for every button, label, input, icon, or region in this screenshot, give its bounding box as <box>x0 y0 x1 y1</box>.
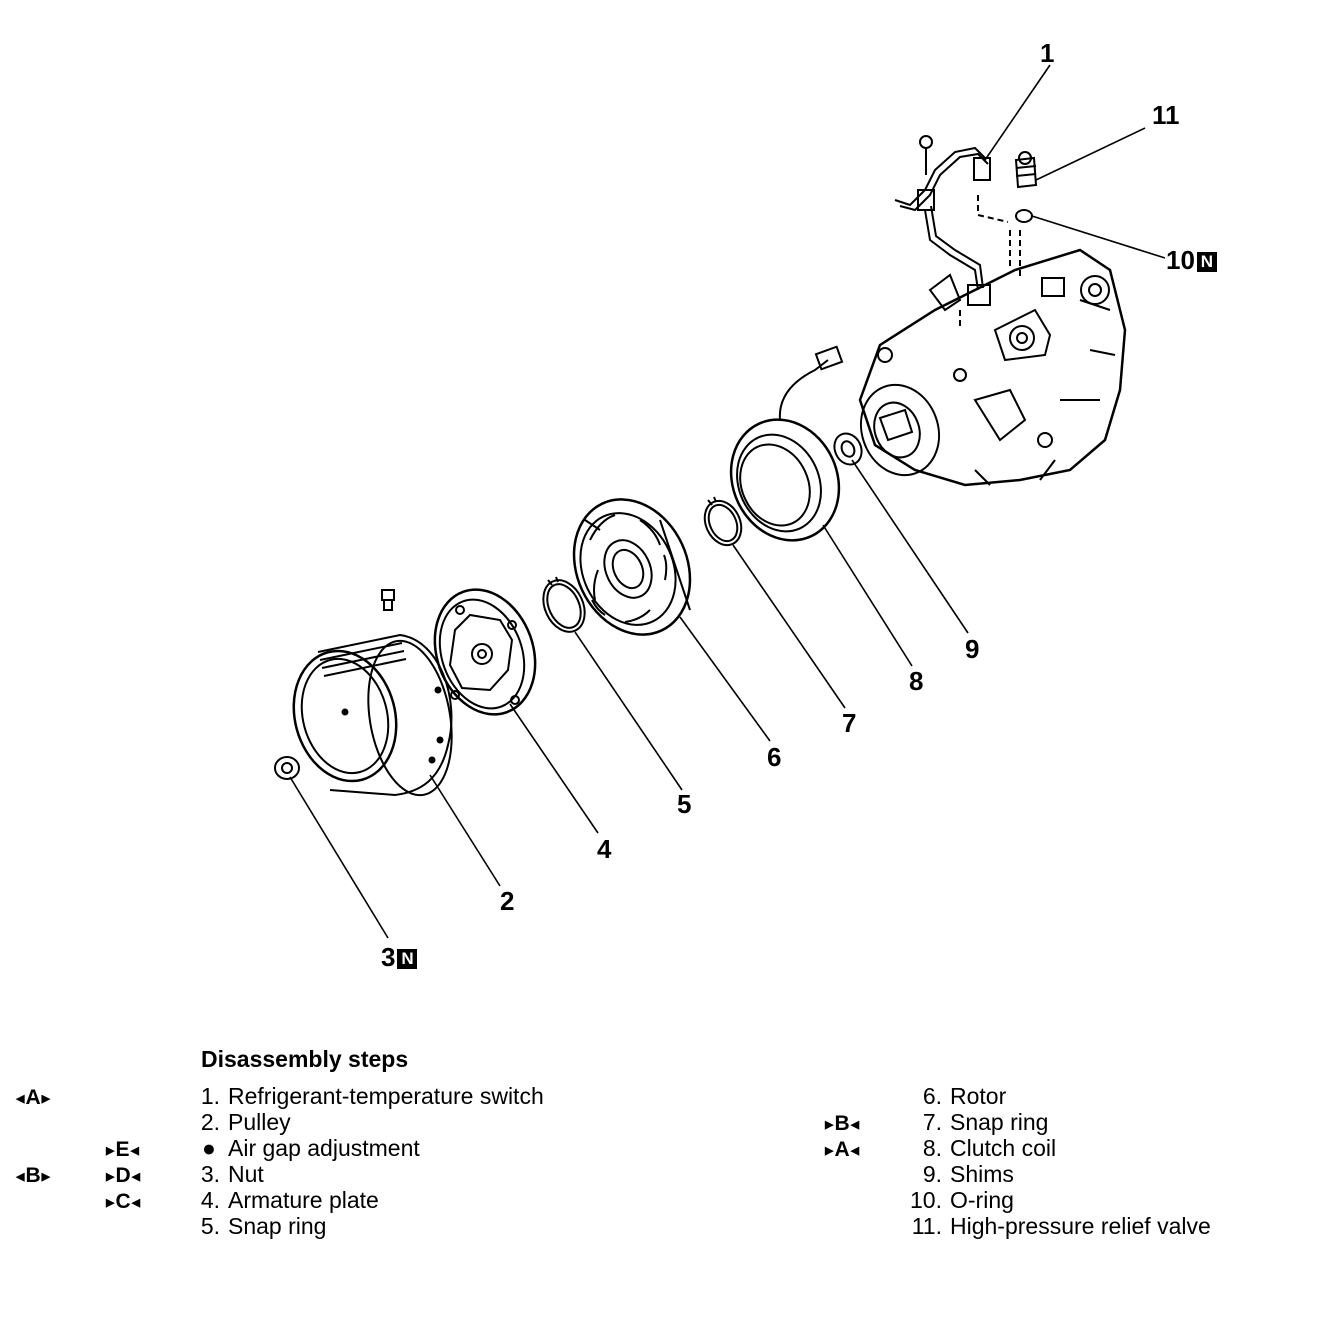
callout-7: 7 <box>842 708 857 738</box>
callout-10-number: 10 <box>1166 245 1195 275</box>
o-ring <box>1015 209 1033 223</box>
install-mark-a: ▶A◀ <box>825 1138 860 1161</box>
pulley <box>292 633 453 797</box>
callout-2: 2 <box>500 886 515 916</box>
clutch-coil <box>729 345 844 542</box>
new-part-mark-10: N <box>1196 252 1217 272</box>
refrigerant-temperature-switch <box>894 135 1021 330</box>
armature-plate <box>433 588 537 716</box>
step-7: 7.Snap ring <box>922 1109 1049 1135</box>
step-8: 8.Clutch coil <box>922 1135 1057 1161</box>
rotor <box>572 498 692 636</box>
callout-6: 6 <box>767 742 782 772</box>
install-mark-d: ▶D◀ <box>106 1164 141 1187</box>
install-mark-e: ▶E◀ <box>106 1138 139 1161</box>
install-mark-b: ▶B◀ <box>825 1112 860 1135</box>
callout-1: 1 <box>1040 38 1055 68</box>
nut <box>274 756 300 780</box>
step-2: 2.Pulley <box>200 1109 291 1135</box>
install-mark-c: ▶C◀ <box>106 1190 141 1213</box>
step-5: 5.Snap ring <box>200 1213 327 1239</box>
bolt <box>381 589 395 611</box>
snap-ring-5 <box>542 576 586 633</box>
step-1: 1.Refrigerant-temperature switch <box>200 1083 544 1109</box>
callout-9: 9 <box>965 634 980 664</box>
high-pressure-relief-valve <box>1014 151 1038 189</box>
step-6: 6.Rotor <box>922 1083 1007 1109</box>
snap-ring-7 <box>703 496 743 547</box>
step-10: 10.O-ring <box>910 1187 1014 1213</box>
step-4: 4.Armature plate <box>200 1187 379 1213</box>
callout-8: 8 <box>909 666 924 696</box>
step-9: 9.Shims <box>922 1161 1014 1187</box>
step-11: 11.High-pressure relief valve <box>911 1213 1211 1239</box>
removal-mark-b: ◀B▶ <box>16 1164 51 1187</box>
new-part-mark-3: N <box>397 949 418 969</box>
callout-11: 11 <box>1152 100 1180 130</box>
callout-3-number: 3 <box>381 942 396 972</box>
callout-5: 5 <box>677 789 692 819</box>
callout-4: 4 <box>597 834 612 864</box>
step-3: 3.Nut <box>200 1161 264 1187</box>
compressor-body <box>858 248 1127 487</box>
leader-lines <box>289 64 1166 939</box>
exploded-view-diagram <box>274 64 1166 939</box>
removal-mark-a: ◀A▶ <box>16 1086 51 1109</box>
step-air-gap: ●Air gap adjustment <box>202 1135 420 1161</box>
legend-title: Disassembly steps <box>201 1046 409 1072</box>
